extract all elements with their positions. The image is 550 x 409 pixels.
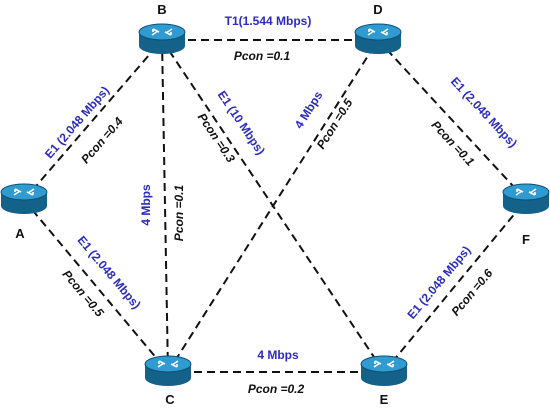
link-b-c	[161, 39, 169, 373]
link-a-b	[23, 39, 163, 201]
node-e-label: E	[380, 392, 389, 407]
link-c-e-bandwidth: 4 Mbps	[257, 348, 299, 362]
router-b-icon[interactable]	[138, 23, 186, 55]
router-e-icon[interactable]	[360, 355, 408, 387]
link-a-c	[23, 199, 169, 373]
link-e-f	[383, 199, 527, 373]
link-c-d-bandwidth: 4 Mbps	[292, 88, 326, 131]
router-a-icon[interactable]	[0, 183, 48, 215]
link-b-d-pcon: Pcon =0.1	[234, 49, 291, 63]
link-d-f-pcon: Pcon =0.1	[429, 118, 478, 169]
link-c-d	[167, 39, 379, 373]
node-b-label: B	[157, 2, 166, 17]
router-d-icon[interactable]	[354, 23, 402, 55]
link-e-f-pcon: Pcon =0.6	[448, 266, 495, 318]
router-f-icon[interactable]	[502, 183, 550, 215]
link-b-c-bandwidth: 4 Mbps	[139, 184, 153, 226]
node-d-label: D	[373, 2, 382, 17]
link-c-e-pcon: Pcon =0.2	[248, 382, 305, 396]
node-a-label: A	[15, 226, 25, 241]
link-a-c-pcon: Pcon =0.5	[60, 267, 107, 319]
link-b-c-pcon: Pcon =0.1	[172, 185, 186, 242]
node-c-label: C	[165, 392, 175, 407]
link-d-f	[377, 39, 527, 201]
node-f-label: F	[522, 232, 530, 247]
router-c-icon[interactable]	[144, 355, 192, 387]
link-b-d-bandwidth: T1(1.544 Mbps)	[225, 14, 312, 28]
